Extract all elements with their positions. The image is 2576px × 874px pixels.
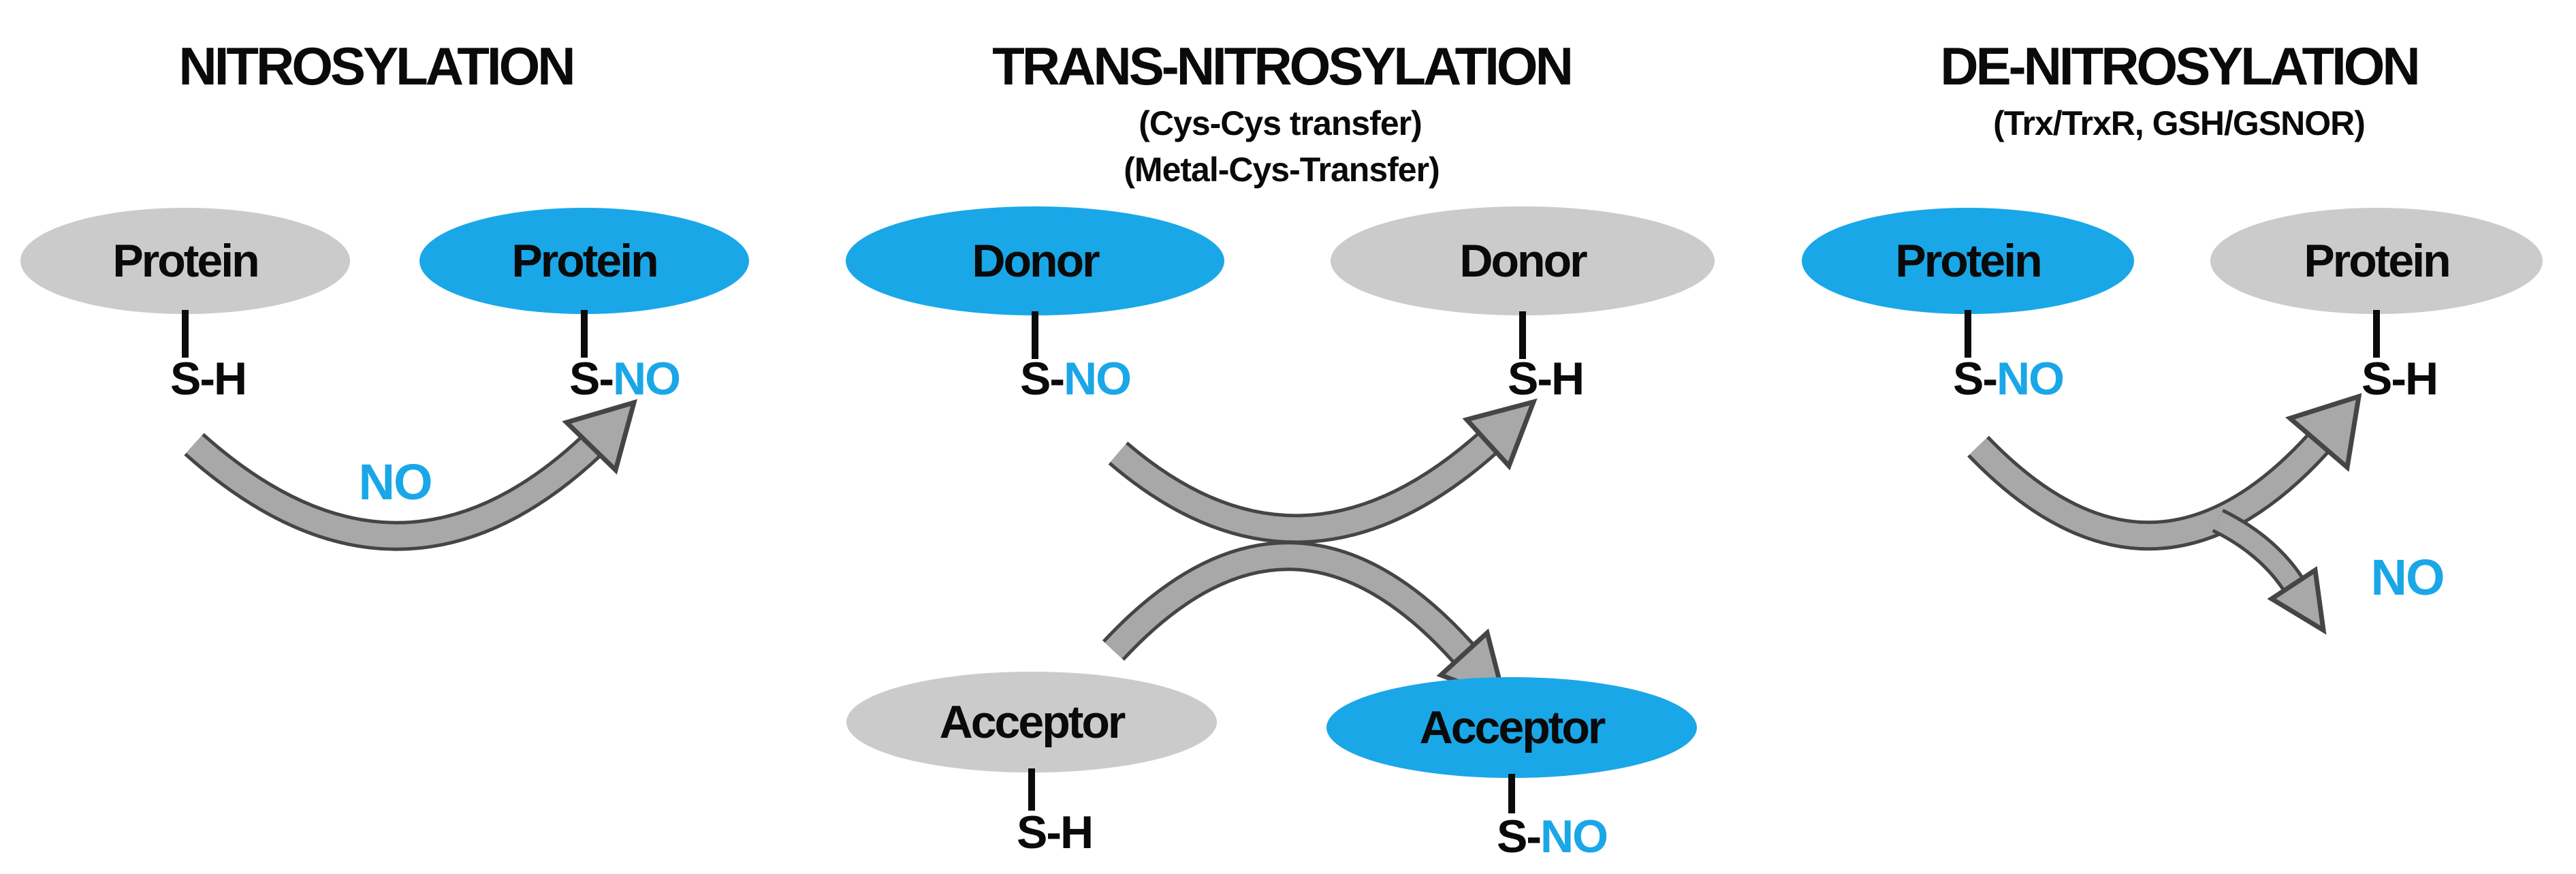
bond-black: S-H xyxy=(2362,353,2438,405)
protein-sno-ellipse: Protein xyxy=(1802,208,2134,314)
bond-black: S-H xyxy=(1508,353,1585,405)
protein-sh-ellipse: Protein xyxy=(20,208,350,314)
no-molecule-label: NO xyxy=(2370,549,2445,606)
de-nitrosylation-arrow xyxy=(1967,392,2362,635)
nitrosylation-arrow xyxy=(184,399,638,551)
bond-black: S-H xyxy=(1017,807,1094,858)
bond-blue: NO xyxy=(1997,353,2065,405)
node-label: Donor xyxy=(972,235,1100,287)
arrow-band xyxy=(1969,435,2327,548)
node-label: Protein xyxy=(112,235,259,287)
bond-blue: NO xyxy=(1064,353,1132,405)
bond-line xyxy=(1028,768,1035,811)
bond-label: S-H xyxy=(1508,353,1585,405)
node-label: Donor xyxy=(1459,235,1587,287)
bond-label: S-H xyxy=(170,353,247,405)
protein-sh-ellipse: Protein xyxy=(2210,208,2543,314)
bond-label: S-NO xyxy=(1020,353,1132,405)
protein-sno-ellipse: Protein xyxy=(419,208,749,314)
donor-sno-ellipse: Donor xyxy=(846,206,1224,315)
arrow-band xyxy=(1110,434,1496,541)
bond-black: S- xyxy=(1497,811,1542,862)
arrow-band xyxy=(1104,544,1473,662)
bond-line xyxy=(1032,311,1038,359)
panel-subtitle: (Trx/TrxR, GSH/GSNOR) xyxy=(1993,104,2366,142)
panel-title: NITROSYLATION xyxy=(178,36,575,96)
arrow-head xyxy=(1462,398,1538,471)
no-molecule-label: NO xyxy=(358,454,433,510)
arrow-head xyxy=(2267,566,2327,635)
bond-blue: NO xyxy=(613,353,681,405)
panel-title: DE-NITROSYLATION xyxy=(1940,36,2421,96)
node-label: Acceptor xyxy=(1419,702,1606,753)
acceptor-sno-ellipse: Acceptor xyxy=(1326,677,1697,778)
bond-label: S-NO xyxy=(1953,353,2065,405)
bond-line xyxy=(1965,310,1971,358)
acceptor-sh-ellipse: Acceptor xyxy=(846,672,1217,772)
bond-line xyxy=(581,310,588,358)
arrow-band xyxy=(186,435,599,548)
bond-black: S- xyxy=(1953,353,1998,405)
bond-label: S-NO xyxy=(1497,811,1608,862)
arrow-head xyxy=(562,399,638,475)
bond-black: S- xyxy=(1020,353,1065,405)
bond-label: S-NO xyxy=(569,353,681,405)
bond-line xyxy=(182,310,189,358)
bond-line xyxy=(2373,310,2380,358)
bond-label: S-H xyxy=(1017,807,1094,858)
donor-sh-ellipse: Donor xyxy=(1331,206,1715,315)
bond-label: S-H xyxy=(2362,353,2438,405)
bond-blue: NO xyxy=(1540,811,1608,862)
node-label: Protein xyxy=(511,235,658,287)
trans-nitrosylation-upper-arrow xyxy=(1108,398,1538,544)
node-label: Protein xyxy=(1895,235,2042,287)
bond-line xyxy=(1508,774,1515,813)
panel-subtitle: (Metal-Cys-Transfer) xyxy=(1124,151,1440,189)
arrow-head xyxy=(2285,392,2362,472)
node-label: Protein xyxy=(2304,235,2451,287)
node-label: Acceptor xyxy=(939,696,1126,748)
panel-subtitle: (Cys-Cys transfer) xyxy=(1139,104,1422,142)
bond-black: S- xyxy=(569,353,614,405)
bond-black: S-H xyxy=(170,353,247,405)
bond-line xyxy=(1519,311,1526,359)
panel-title: TRANS-NITROSYLATION xyxy=(992,36,1574,96)
no-release-branch-band xyxy=(2213,512,2302,590)
